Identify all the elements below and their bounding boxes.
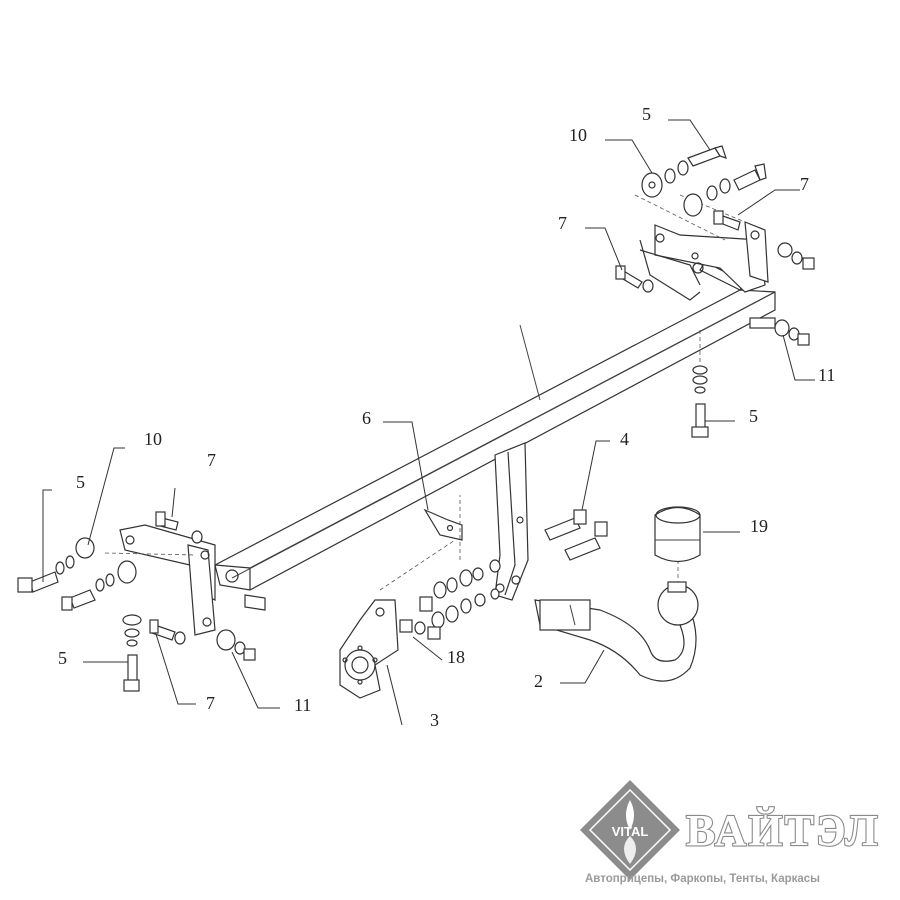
right-bracket — [634, 194, 776, 329]
callout-5-left-bottom: 5 — [58, 648, 67, 668]
callout-11-left: 11 — [294, 695, 311, 715]
socket-plate — [339, 599, 441, 699]
callout-7-left-bottom: 7 — [206, 693, 215, 713]
badge-text: VITAL — [612, 824, 649, 839]
cross-beam — [214, 261, 776, 591]
brand-tagline: Автоприцепы, Фаркопы, Тенты, Каркасы — [585, 873, 820, 885]
callout-10-left: 10 — [144, 429, 162, 449]
callout-18: 18 — [447, 647, 465, 667]
callout-3: 3 — [430, 710, 439, 730]
callout-10-right: 10 — [569, 125, 587, 145]
callout-5-right-top: 5 — [642, 104, 651, 124]
callout-4: 4 — [620, 429, 629, 449]
callout-7-left-top: 7 — [207, 450, 216, 470]
callout-2: 2 — [534, 671, 543, 691]
brand-name: ВАЙТЭЛ — [686, 806, 880, 855]
callout-5-right-bottom: 5 — [749, 406, 758, 426]
vital-logo: VITAL ВАЙТЭЛ Автоприцепы, Фаркопы, Тенты… — [580, 780, 880, 885]
ball-cap — [654, 506, 701, 563]
right-hardware — [615, 145, 815, 438]
ball-mount — [534, 560, 699, 682]
callout-6: 6 — [362, 408, 371, 428]
left-hardware — [17, 511, 256, 692]
left-bracket — [119, 524, 266, 636]
callout-7-right-left: 7 — [558, 213, 567, 233]
center-plate — [379, 442, 608, 629]
callout-7-right: 7 — [800, 174, 809, 194]
leader-lines — [42, 119, 815, 726]
callout-11-right: 11 — [818, 365, 835, 385]
callout-19: 19 — [750, 516, 768, 536]
vital-badge-icon: VITAL — [580, 780, 680, 880]
callout-5-left-top: 5 — [76, 472, 85, 492]
callout-labels: 5 10 7 7 11 5 6 4 19 2 18 3 5 10 7 7 11 … — [58, 104, 835, 730]
